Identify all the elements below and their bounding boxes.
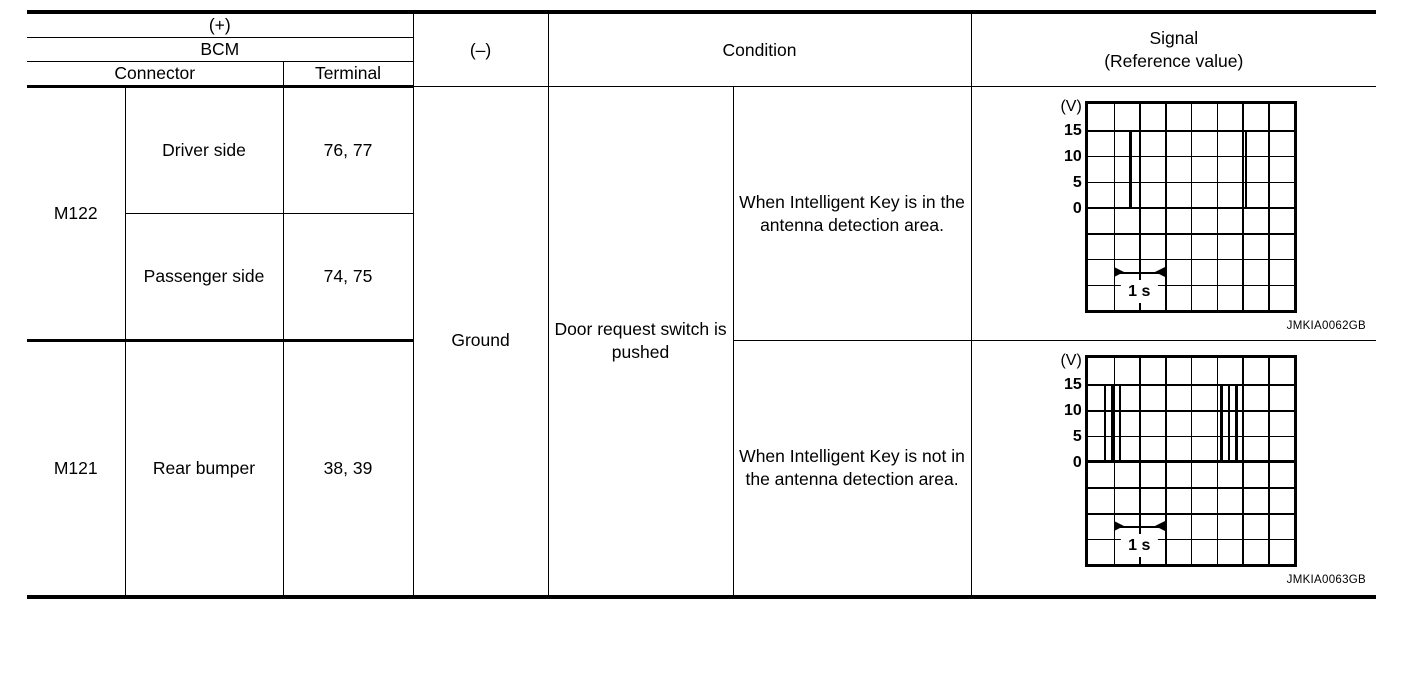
cell-side-driver: Driver side bbox=[124, 86, 284, 215]
bcm-signal-reference-table: (+) (–) Condition Signal (Reference valu… bbox=[27, 10, 1377, 599]
axis-unit-label-1: (V) bbox=[1060, 98, 1082, 116]
axis-tick-15-1: 15 bbox=[1063, 122, 1082, 140]
waveform-pulse bbox=[1111, 384, 1114, 462]
cell-signal-condition-not-in-area: When Intelligent Key is not in the anten… bbox=[732, 340, 972, 599]
header-row-bcm: BCM bbox=[27, 37, 1376, 63]
arrow-left-icon bbox=[1155, 521, 1166, 532]
axis-tick-0-2: 0 bbox=[1072, 454, 1082, 472]
header-row-plus: (+) (–) Condition Signal (Reference valu… bbox=[27, 10, 1377, 88]
voltage-axis-2: (V) 15 10 5 0 bbox=[1051, 352, 1085, 567]
cell-terminal-driver: 76, 77 bbox=[282, 86, 414, 215]
waveform-pulse bbox=[1235, 384, 1238, 462]
header-connector: Connector bbox=[27, 61, 284, 89]
header-bcm: BCM bbox=[27, 37, 414, 63]
arrow-left-icon bbox=[1155, 267, 1166, 278]
axis-tick-5-1: 5 bbox=[1072, 174, 1082, 192]
scope-plot-1: (V) 15 10 5 0 1 s bbox=[1051, 98, 1297, 314]
arrow-right-icon bbox=[1113, 267, 1124, 278]
cell-connector-m122: M122 bbox=[27, 86, 126, 343]
cell-connector-m121: M121 bbox=[27, 340, 126, 599]
waveform-pulse bbox=[1227, 384, 1231, 462]
header-condition: Condition bbox=[547, 10, 972, 88]
cell-signal-condition-in-area: When Intelligent Key is in the antenna d… bbox=[732, 86, 972, 342]
grid-line-horizontal bbox=[1087, 435, 1294, 438]
grid-line-horizontal bbox=[1087, 207, 1294, 209]
header-signal: Signal (Reference value) bbox=[970, 10, 1377, 88]
waveform-pulse bbox=[1103, 384, 1107, 462]
waveform-pulse bbox=[1220, 384, 1223, 462]
oscilloscope-figure-2: (V) 15 10 5 0 1 s JMKIA0063GB bbox=[972, 341, 1377, 594]
waveform-pulse bbox=[1118, 384, 1122, 462]
scope-plot-2: (V) 15 10 5 0 1 s bbox=[1051, 352, 1297, 568]
table-row-driver-side: M122 Driver side 76, 77 Ground Door requ… bbox=[27, 86, 1377, 599]
header-terminal: Terminal bbox=[282, 61, 414, 89]
figure-code-1: JMKIA0062GB bbox=[1286, 320, 1367, 333]
grid-line-horizontal bbox=[1087, 233, 1294, 235]
time-dimension-label: 1 s bbox=[1121, 279, 1158, 303]
figure-code-2: JMKIA0063GB bbox=[1286, 574, 1367, 587]
waveform-grid-1: 1 s bbox=[1084, 101, 1297, 314]
header-signal-line1: Signal bbox=[1149, 28, 1199, 49]
grid-line-horizontal bbox=[1087, 409, 1294, 412]
waveform-baseline bbox=[1087, 460, 1294, 463]
table-row-passenger-side: Passenger side 74, 75 bbox=[27, 213, 1376, 343]
cell-terminal-passenger: 74, 75 bbox=[282, 213, 414, 343]
time-dimension-line bbox=[1113, 525, 1166, 528]
time-dimension-label: 1 s bbox=[1121, 533, 1158, 557]
cell-waveform-not-in-area: (V) 15 10 5 0 1 s JMKIA0063GB bbox=[970, 340, 1377, 599]
grid-line-horizontal bbox=[1087, 384, 1294, 386]
header-row-columns: Connector Terminal bbox=[27, 61, 1376, 89]
cell-side-rear-bumper: Rear bumper bbox=[124, 340, 284, 599]
cell-ground: Ground bbox=[412, 86, 549, 599]
grid-line-horizontal bbox=[1087, 284, 1294, 287]
header-plus: (+) bbox=[27, 10, 414, 39]
header-minus: (–) bbox=[412, 10, 549, 87]
time-dimension-line bbox=[1113, 271, 1166, 274]
waveform-pulse bbox=[1128, 130, 1132, 208]
grid-line-horizontal bbox=[1087, 181, 1294, 184]
axis-tick-0-1: 0 bbox=[1072, 200, 1082, 218]
table-row-rear-bumper: M121 Rear bumper 38, 39 When Intelligent… bbox=[27, 340, 1377, 599]
cell-terminal-rear-bumper: 38, 39 bbox=[282, 340, 414, 599]
grid-line-horizontal bbox=[1087, 130, 1294, 132]
arrow-right-icon bbox=[1113, 521, 1124, 532]
axis-tick-15-2: 15 bbox=[1063, 376, 1082, 394]
grid-line-horizontal bbox=[1087, 258, 1294, 261]
cell-condition: Door request switch is pushed bbox=[547, 86, 734, 599]
grid-line-horizontal bbox=[1087, 538, 1294, 541]
waveform-pulse bbox=[1244, 130, 1248, 208]
waveform-grid-2: 1 s bbox=[1084, 355, 1297, 568]
axis-unit-label-2: (V) bbox=[1060, 352, 1082, 370]
grid-line-horizontal bbox=[1087, 155, 1294, 158]
oscilloscope-figure-1: (V) 15 10 5 0 1 s JMKIA0062GB bbox=[972, 87, 1377, 340]
grid-line-horizontal bbox=[1087, 487, 1294, 489]
grid-line-horizontal bbox=[1087, 512, 1294, 515]
axis-tick-5-2: 5 bbox=[1072, 428, 1082, 446]
voltage-axis-1: (V) 15 10 5 0 bbox=[1051, 98, 1085, 313]
cell-side-passenger: Passenger side bbox=[125, 213, 284, 343]
axis-tick-10-2: 10 bbox=[1063, 402, 1082, 420]
cell-waveform-in-area: (V) 15 10 5 0 1 s JMKIA0062GB bbox=[970, 86, 1377, 342]
header-signal-line2: (Reference value) bbox=[1104, 51, 1244, 72]
axis-tick-10-1: 10 bbox=[1063, 148, 1082, 166]
